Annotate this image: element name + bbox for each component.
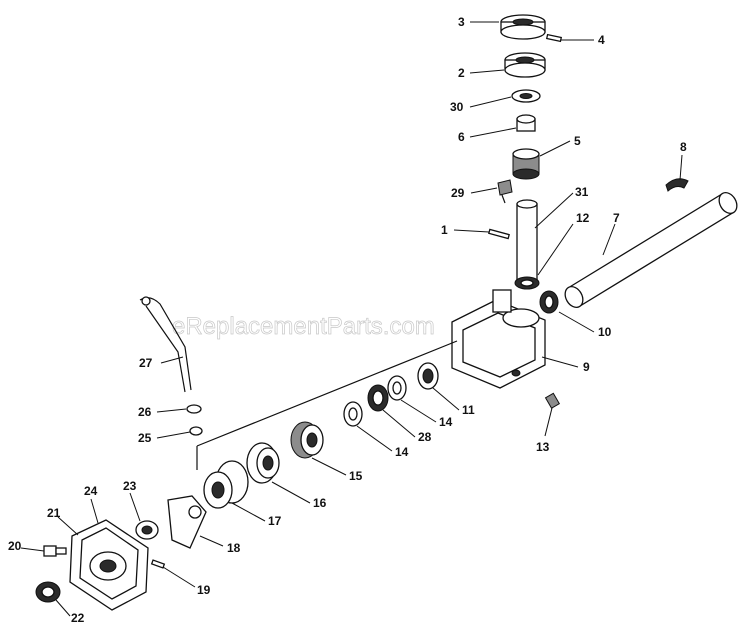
- callout-2: 2: [458, 66, 465, 80]
- callout-15: 15: [349, 469, 363, 483]
- callout-1: 1: [441, 223, 448, 237]
- callout-6: 6: [458, 130, 465, 144]
- part-14-washer-b: [343, 401, 363, 427]
- callout-3: 3: [458, 15, 465, 29]
- callout-26: 26: [138, 405, 152, 419]
- part-3-cap: [500, 14, 546, 40]
- part-25-clip: [189, 426, 203, 436]
- part-30-washer: [511, 89, 541, 103]
- callout-21: 21: [47, 506, 61, 520]
- part-10-seal: [539, 290, 559, 314]
- callout-28: 28: [418, 430, 432, 444]
- callout-29: 29: [451, 186, 465, 200]
- watermark: eReplacementParts.com: [172, 313, 435, 340]
- callout-11: 11: [462, 403, 475, 417]
- part-22-seal: [35, 581, 61, 603]
- callout-9: 9: [583, 360, 590, 374]
- callout-30: 30: [450, 100, 464, 114]
- part-2-bearing: [504, 52, 546, 78]
- part-17-clutch: [203, 460, 249, 509]
- callout-4: 4: [598, 33, 605, 47]
- part-31-shaft: [516, 199, 538, 285]
- part-9-housing: [451, 289, 546, 389]
- part-26-washer: [186, 404, 202, 414]
- part-15-gear: [290, 421, 324, 459]
- callout-23: 23: [123, 479, 137, 493]
- callout-7: 7: [613, 211, 620, 225]
- part-12-bearing: [514, 276, 540, 290]
- callout-16: 16: [313, 496, 327, 510]
- callout-25: 25: [138, 431, 152, 445]
- callout-24: 24: [84, 484, 98, 498]
- part-16-gear: [246, 442, 280, 484]
- assembly-guide-line: [196, 340, 458, 470]
- callout-10: 10: [598, 325, 612, 339]
- part-23-bushing: [135, 520, 159, 540]
- part-28-bearing: [367, 384, 389, 412]
- part-24-cover: [69, 519, 149, 611]
- part-27-shift-rod: [139, 296, 192, 393]
- callout-13: 13: [536, 440, 550, 454]
- part-29-fitting: [497, 179, 513, 204]
- callout-27: 27: [139, 356, 153, 370]
- callout-19: 19: [197, 583, 211, 597]
- part-20-bolt: [43, 545, 67, 557]
- callout-12: 12: [576, 211, 590, 225]
- part-19-pin: [150, 559, 166, 569]
- part-14-washer-a: [387, 375, 407, 401]
- leader-lines: [20, 21, 683, 617]
- callout-8: 8: [680, 140, 687, 154]
- callout-31: 31: [575, 185, 589, 199]
- callout-20: 20: [8, 539, 22, 553]
- callout-14-lower: 14: [395, 445, 409, 459]
- part-8-key: [665, 178, 689, 192]
- part-11-bearing: [417, 362, 439, 390]
- part-5-gear: [512, 148, 540, 180]
- part-13-setscrew: [544, 392, 561, 409]
- callout-22: 22: [71, 611, 85, 625]
- callout-14-upper: 14: [439, 415, 453, 429]
- callout-18: 18: [227, 541, 241, 555]
- callout-17: 17: [268, 514, 282, 528]
- part-7-shaft: [564, 192, 738, 308]
- part-4-pin: [545, 33, 563, 43]
- part-1-pin: [488, 228, 510, 240]
- part-18-shift-fork: [167, 495, 207, 549]
- part-6-bushing: [516, 114, 536, 132]
- callout-5: 5: [574, 134, 581, 148]
